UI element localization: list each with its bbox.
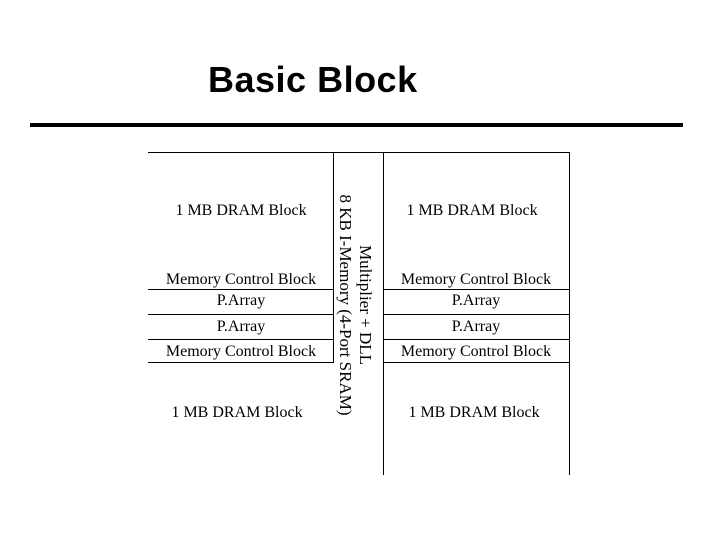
center-right-divider (383, 152, 384, 475)
right-separator-2 (383, 314, 570, 315)
left-separator-4 (148, 362, 334, 363)
right-memory-control-block-bottom: Memory Control Block (400, 343, 552, 360)
top-border-line (148, 152, 570, 153)
center-left-divider (333, 152, 334, 362)
left-dram-block-bottom: 1 MB DRAM Block (171, 404, 303, 421)
right-separator-3 (383, 339, 570, 340)
left-parray-top: P.Array (216, 292, 266, 309)
right-parray-bottom: P.Array (451, 318, 501, 335)
right-separator-4 (383, 362, 570, 363)
right-parray-top: P.Array (451, 292, 501, 309)
right-memory-control-block-top: Memory Control Block (400, 271, 552, 288)
slide-title: Basic Block (208, 59, 418, 100)
left-separator-2 (148, 314, 334, 315)
multiplier-dll-label: Multiplier + DLL (356, 244, 375, 366)
right-border-line (569, 152, 570, 475)
right-separator-1 (383, 289, 570, 290)
right-dram-block-top: 1 MB DRAM Block (406, 202, 538, 219)
title-divider (30, 123, 683, 127)
left-separator-1 (148, 289, 334, 290)
left-separator-3 (148, 339, 334, 340)
left-dram-block-top: 1 MB DRAM Block (175, 202, 307, 219)
left-memory-control-block-bottom: Memory Control Block (165, 343, 317, 360)
imemory-sram-label: 8 KB I-Memory (4-Port SRAM) (336, 194, 355, 416)
right-dram-block-bottom: 1 MB DRAM Block (408, 404, 540, 421)
left-memory-control-block-top: Memory Control Block (165, 271, 317, 288)
left-parray-bottom: P.Array (216, 318, 266, 335)
